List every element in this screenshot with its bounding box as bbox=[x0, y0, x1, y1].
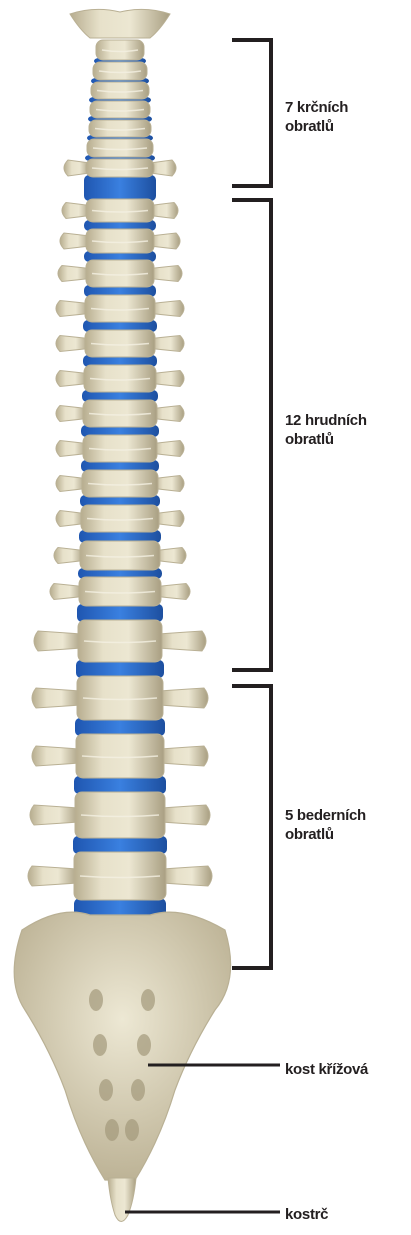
vertebral-column bbox=[14, 9, 230, 1221]
transverse-process bbox=[161, 805, 210, 825]
sacral-foramen bbox=[125, 1119, 139, 1141]
sacral-foramen bbox=[131, 1079, 145, 1101]
transverse-process bbox=[162, 866, 212, 886]
thoracic-label: 12 hrudních obratlů bbox=[285, 411, 367, 449]
transverse-process bbox=[151, 336, 184, 352]
transverse-process bbox=[160, 746, 208, 766]
intervertebral-disc bbox=[77, 604, 163, 622]
transverse-process bbox=[56, 371, 88, 387]
transverse-process bbox=[32, 746, 80, 766]
lumbar-label-line2: obratlů bbox=[285, 825, 366, 844]
transverse-process bbox=[34, 631, 82, 651]
transverse-process bbox=[159, 688, 208, 708]
thoracic-bracket bbox=[232, 200, 271, 670]
cervical-label: 7 krčních obratlů bbox=[285, 98, 348, 136]
intervertebral-disc bbox=[75, 718, 165, 736]
cervical-label-line2: obratlů bbox=[285, 117, 348, 136]
sacrum-bone bbox=[14, 912, 230, 1180]
sacral-foramen bbox=[141, 989, 155, 1011]
transverse-process bbox=[50, 584, 83, 600]
transverse-process bbox=[153, 441, 184, 457]
transverse-process bbox=[152, 371, 184, 387]
intervertebral-disc bbox=[76, 660, 164, 678]
sacral-foramen bbox=[137, 1034, 151, 1056]
coccyx-label: kostrč bbox=[285, 1205, 328, 1224]
sacral-foramen bbox=[93, 1034, 107, 1056]
transverse-process bbox=[153, 406, 184, 422]
lumbar-label: 5 bederních obratlů bbox=[285, 806, 366, 844]
intervertebral-disc bbox=[84, 175, 156, 201]
sacrum-label: kost křížová bbox=[285, 1060, 368, 1079]
coccyx-label-text: kostrč bbox=[285, 1205, 328, 1224]
thoracic-label-line1: 12 hrudních bbox=[285, 411, 367, 430]
sacrum-label-text: kost křížová bbox=[285, 1060, 368, 1079]
transverse-process bbox=[150, 266, 182, 282]
cervical-bracket bbox=[232, 40, 271, 186]
transverse-process bbox=[56, 406, 87, 422]
transverse-process bbox=[56, 301, 89, 317]
transverse-process bbox=[158, 631, 206, 651]
transverse-process bbox=[58, 266, 90, 282]
lumbar-label-line1: 5 bederních bbox=[285, 806, 366, 825]
sacral-foramen bbox=[89, 989, 103, 1011]
transverse-process bbox=[28, 866, 78, 886]
sacral-foramen bbox=[99, 1079, 113, 1101]
intervertebral-disc bbox=[73, 836, 167, 854]
transverse-process bbox=[56, 441, 87, 457]
sacral-foramen bbox=[105, 1119, 119, 1141]
thoracic-label-line2: obratlů bbox=[285, 430, 367, 449]
transverse-process bbox=[157, 584, 190, 600]
transverse-process bbox=[56, 336, 89, 352]
lumbar-bracket bbox=[232, 686, 271, 968]
coccyx-bone bbox=[108, 1178, 136, 1222]
transverse-process bbox=[32, 688, 81, 708]
transverse-process bbox=[30, 805, 79, 825]
atlas-bone bbox=[70, 9, 170, 38]
cervical-label-line1: 7 krčních bbox=[285, 98, 348, 117]
intervertebral-disc bbox=[74, 776, 166, 794]
transverse-process bbox=[151, 301, 184, 317]
